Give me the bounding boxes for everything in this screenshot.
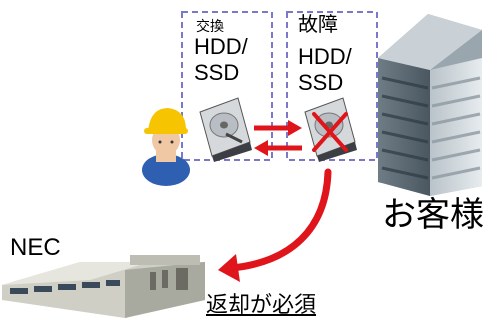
customer-label: お客様 <box>382 196 484 234</box>
nec-label: NEC <box>10 234 61 261</box>
failed-caption-line1: HDD/ <box>298 44 352 69</box>
return-required-label: 返却が必須 <box>206 292 317 317</box>
replacement-caption-line1: HDD/ <box>194 34 248 59</box>
replacement-caption-small: 交換 <box>196 18 224 34</box>
replacement-caption-line2: SSD <box>194 60 240 85</box>
failed-caption-small: 故障 <box>298 14 338 36</box>
failed-caption-line2: SSD <box>298 70 344 95</box>
